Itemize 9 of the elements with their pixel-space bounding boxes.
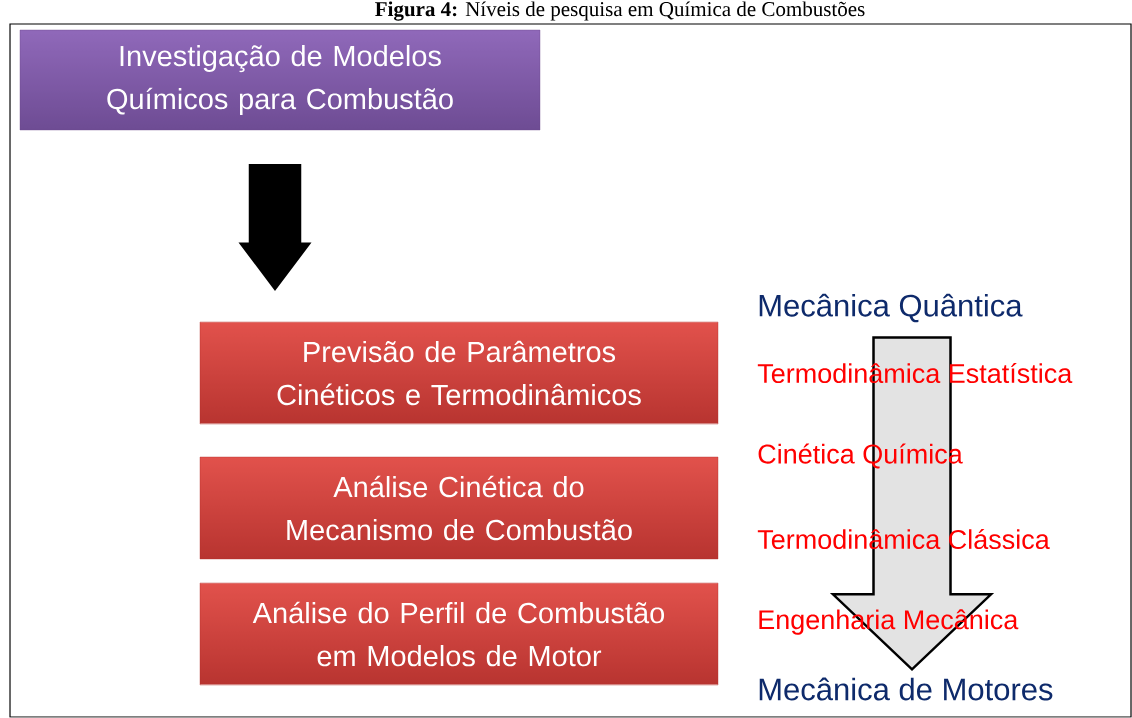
figure-title: Figura 4: Níveis de pesquisa em Química de Combustões <box>375 1 865 21</box>
process-box: Análise Cinética do Mecanismo de Combustão <box>199 456 719 560</box>
process-box: Previsão de Parâmetros Cinéticos e Termodinâmicos <box>199 321 719 425</box>
scale-end-text: Mecânica Quântica <box>759 293 1023 323</box>
block-arrow <box>238 163 312 291</box>
process-box: Análise do Perfil de Combustão em Modelos de Motor <box>199 582 719 686</box>
block-arrow <box>829 336 995 672</box>
process-box: Investigação de Modelos Químicos para Combustão <box>19 29 541 131</box>
scale-end-text: Mecânica de Motores <box>759 677 1053 701</box>
